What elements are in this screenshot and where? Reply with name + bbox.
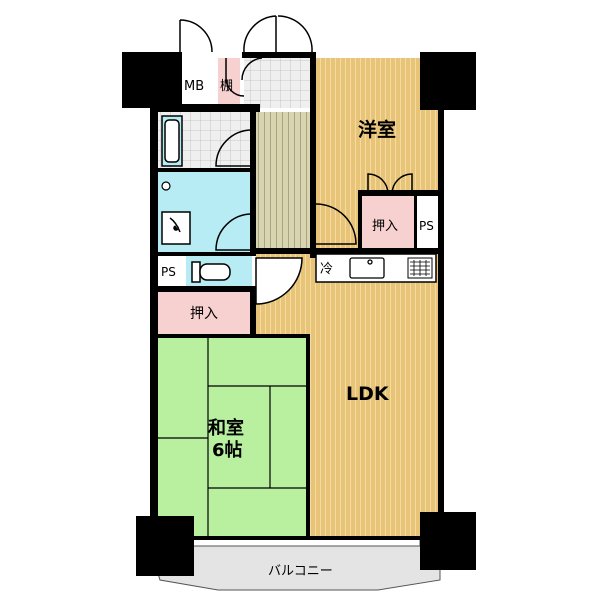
- oshiire-washitsu: [158, 292, 250, 334]
- balcony-label: バルコニー: [268, 564, 333, 579]
- ps-right: [416, 196, 438, 248]
- washitsu-size-label: 6帖: [212, 439, 243, 461]
- mb-cabinet: [178, 58, 216, 108]
- tatami-lines: [156, 338, 308, 538]
- sink-icon: [349, 257, 385, 279]
- bathtub-icon: [161, 115, 183, 167]
- washbasin-icon: [161, 211, 191, 245]
- ps-right-label: PS: [419, 219, 434, 233]
- stove-icon: [407, 257, 433, 279]
- columns: [122, 52, 476, 576]
- oshiire-youshitsu: [362, 196, 414, 248]
- tana-label: 棚: [220, 79, 233, 94]
- ps-left-label: PS: [161, 265, 176, 279]
- entrance-floor: [244, 58, 310, 108]
- drain-icon: [161, 181, 171, 191]
- washitsu-label: 和室: [208, 417, 244, 439]
- hallway-floor: [256, 112, 312, 248]
- ps-left: [158, 256, 186, 286]
- oshiire-youshitsu-label: 押入: [372, 219, 398, 234]
- walls: [150, 52, 444, 542]
- toilet-icon: [191, 261, 231, 283]
- oshiire-washitsu-label: 押入: [190, 306, 218, 322]
- mb-label: MB: [184, 79, 204, 94]
- youshitsu-label: 洋室: [358, 118, 396, 141]
- doors: [179, 15, 413, 305]
- ldk-label: LDK: [346, 383, 390, 405]
- rei-label: 冷: [320, 262, 333, 277]
- tana-shelf: [218, 58, 240, 108]
